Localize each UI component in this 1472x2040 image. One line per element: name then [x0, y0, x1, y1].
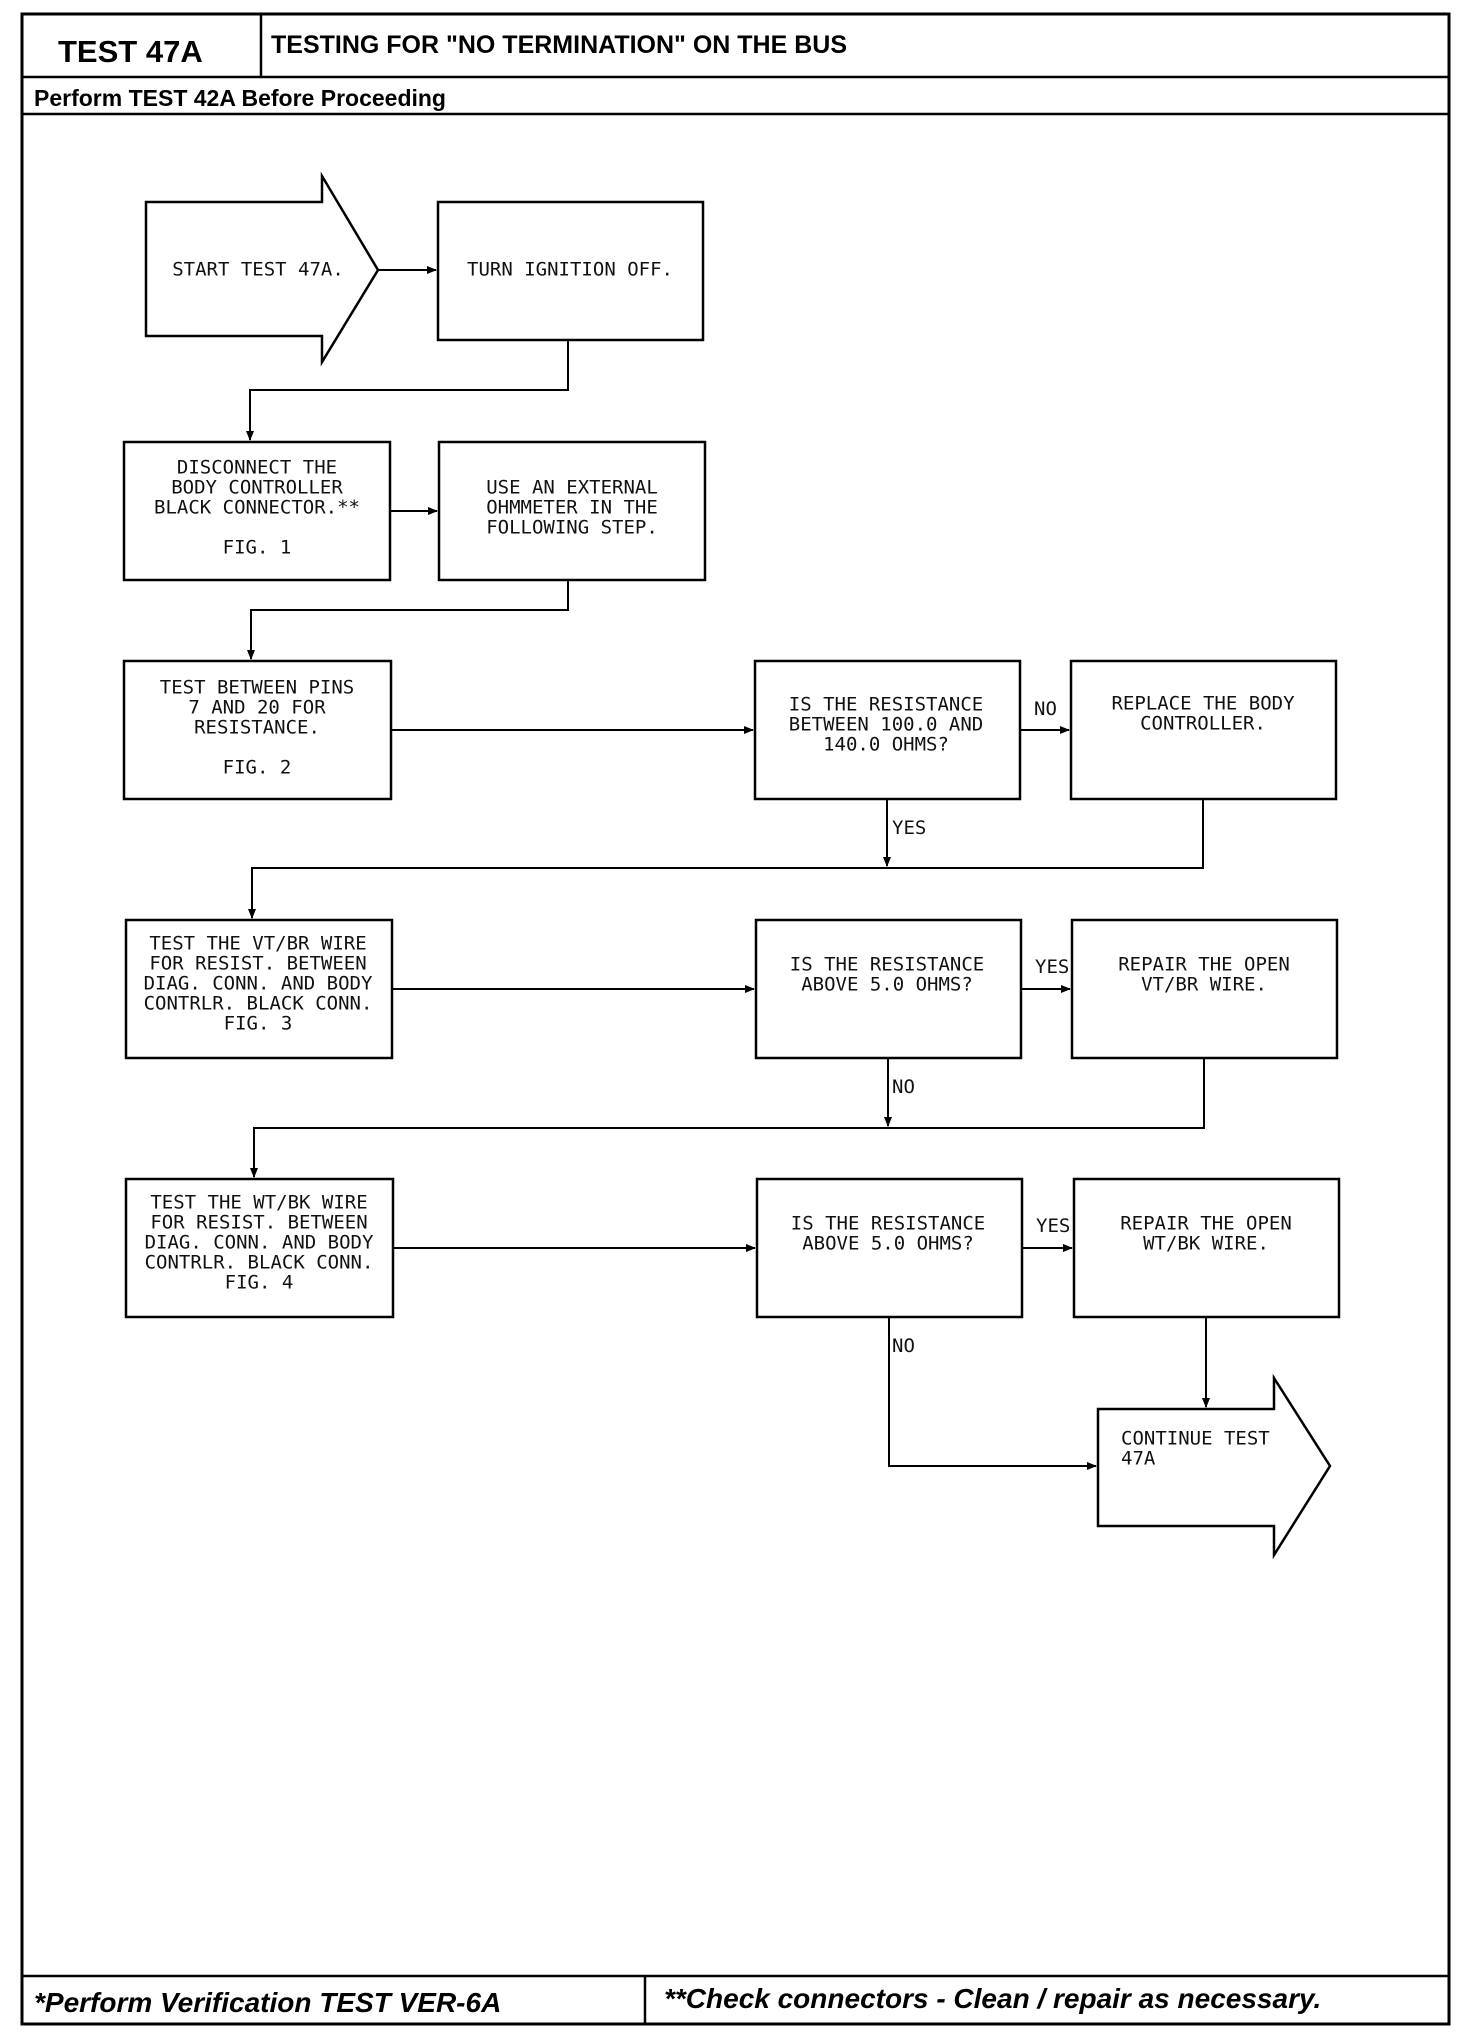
start-arrow-shape: START TEST 47A.: [144, 171, 380, 367]
repair-vtbr-line: VT/BR WIRE.: [1141, 974, 1267, 996]
footer-connector-note: **Check connectors - Clean / repair as n…: [664, 1983, 1321, 2014]
start-line: START TEST 47A.: [172, 259, 344, 281]
q-resistance-range-line: 140.0 OHMS?: [823, 734, 949, 756]
connector-lines: [246, 266, 1210, 1470]
test-vtbr-line: DIAG. CONN. AND BODY: [144, 973, 373, 995]
test-vtbr-line: CONTRLR. BLACK CONN.: [144, 993, 373, 1015]
test-wtbk-line: CONTRLR. BLACK CONN.: [145, 1252, 374, 1274]
repair-wtbk-line: WT/BK WIRE.: [1143, 1233, 1269, 1255]
turn-ignition-off-text: TURN IGNITION OFF.: [467, 259, 673, 281]
test-pins-line: 7 AND 20 FOR: [188, 697, 326, 719]
yes-label-1: YES: [892, 817, 926, 839]
disconnect-line: DISCONNECT THE: [177, 457, 337, 479]
page-frame: [20, 12, 1451, 2026]
test-wtbk-line: TEST THE WT/BK WIRE: [150, 1192, 367, 1214]
q-wtbk-line: ABOVE 5.0 OHMS?: [802, 1233, 974, 1255]
no-label-3: NO: [892, 1335, 915, 1357]
ohmmeter-line: OHMMETER IN THE: [486, 497, 658, 519]
no-label-1: NO: [1034, 698, 1057, 720]
test-wtbk-line: DIAG. CONN. AND BODY: [145, 1232, 374, 1254]
test-vtbr-line: TEST THE VT/BR WIRE: [149, 933, 366, 955]
test-pins-line: TEST BETWEEN PINS: [160, 677, 354, 699]
test-vtbr-line: FOR RESIST. BETWEEN: [149, 953, 366, 975]
disconnect-line: BODY CONTROLLER: [171, 477, 343, 499]
prerequisite-note: Perform TEST 42A Before Proceeding: [34, 85, 446, 111]
ohmmeter-line: FOLLOWING STEP.: [486, 517, 658, 539]
footer-verification-note: *Perform Verification TEST VER-6A: [34, 1987, 501, 2018]
ignition-off-line: TURN IGNITION OFF.: [467, 259, 673, 281]
q-vtbr-line: ABOVE 5.0 OHMS?: [801, 974, 973, 996]
test-wtbk-line: FOR RESIST. BETWEEN: [150, 1212, 367, 1234]
disconnect-line: BLACK CONNECTOR.**: [154, 497, 360, 519]
test-pins-line: FIG. 2: [223, 757, 292, 779]
replace-controller-line: REPLACE THE BODY: [1111, 693, 1295, 715]
ohmmeter-line: USE AN EXTERNAL: [486, 477, 658, 499]
repair-wtbk-line: REPAIR THE OPEN: [1120, 1213, 1292, 1235]
repair-vtbr-line: REPAIR THE OPEN: [1118, 954, 1290, 976]
page-title: TESTING FOR "NO TERMINATION" ON THE BUS: [271, 31, 847, 59]
yes-label-3: YES: [1036, 1215, 1070, 1237]
replace-controller-line: CONTROLLER.: [1140, 713, 1266, 735]
continue-line: CONTINUE TEST: [1121, 1428, 1270, 1450]
start-test-text: START TEST 47A.: [172, 259, 344, 281]
test-pins-line: RESISTANCE.: [194, 717, 320, 739]
q-resistance-range-line: IS THE RESISTANCE: [789, 694, 983, 716]
turn-ignition-off-box: TURN IGNITION OFF.: [436, 200, 705, 342]
disconnect-line: FIG. 1: [223, 537, 292, 559]
q-wtbk-line: IS THE RESISTANCE: [791, 1213, 985, 1235]
no-label-2: NO: [892, 1076, 915, 1098]
q-vtbr-line: IS THE RESISTANCE: [790, 954, 984, 976]
test-wtbk-line: FIG. 4: [225, 1272, 294, 1294]
test-vtbr-line: FIG. 3: [224, 1013, 293, 1035]
yes-label-2: YES: [1035, 956, 1069, 978]
test-id: TEST 47A: [58, 34, 203, 69]
q-resistance-range-line: BETWEEN 100.0 AND: [789, 714, 983, 736]
continue-line: 47A: [1121, 1448, 1156, 1470]
